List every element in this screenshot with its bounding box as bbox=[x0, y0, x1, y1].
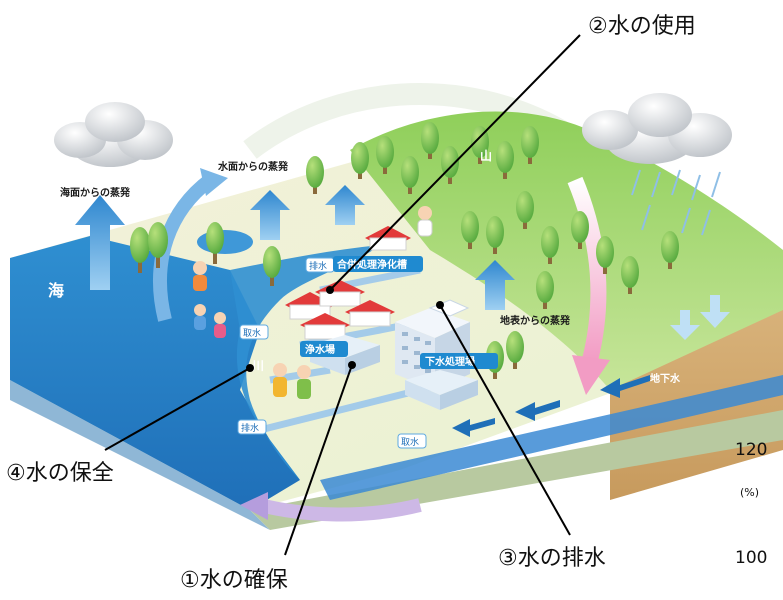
sewage-plant-label: 下水処理場 bbox=[425, 355, 475, 368]
surface-evaporation-arrow bbox=[250, 190, 290, 240]
callout-water-use: ②水の使用 bbox=[588, 14, 696, 39]
drain-bottom-label: 排水 bbox=[241, 422, 259, 434]
drain-top-label: 排水 bbox=[309, 260, 327, 272]
people bbox=[193, 206, 433, 399]
sea-label: 海 bbox=[48, 281, 64, 300]
purification-plant-label: 浄水場 bbox=[305, 343, 335, 356]
river bbox=[230, 245, 380, 480]
sea-evaporation-arrow bbox=[75, 195, 125, 290]
callout-water-drainage: ③水の排水 bbox=[498, 546, 606, 571]
sea-area bbox=[10, 236, 300, 510]
callout-water-secure: ①水の確保 bbox=[180, 568, 288, 593]
water-surface-evaporation-label: 水面からの蒸発 bbox=[217, 160, 289, 173]
sewage-plant-badge bbox=[420, 353, 498, 369]
purification-plant-badge bbox=[300, 341, 348, 357]
mountain-area bbox=[350, 111, 783, 390]
rain bbox=[631, 169, 721, 236]
cloud-left bbox=[54, 102, 173, 167]
ground-evaporation-arrow bbox=[475, 260, 515, 310]
intake-top-badge bbox=[239, 324, 269, 340]
sea-evaporation-label: 海面からの蒸発 bbox=[60, 186, 131, 199]
groundwater-label: 地下水 bbox=[650, 372, 681, 385]
axis-tick-120: 120 bbox=[735, 440, 768, 460]
cloud-right bbox=[582, 93, 732, 164]
intake-bottom-label: 取水 bbox=[401, 436, 419, 448]
callout-lines bbox=[104, 34, 581, 556]
axis-unit: (%) bbox=[740, 486, 760, 499]
ground-evaporation-label: 地表からの蒸発 bbox=[500, 314, 571, 327]
septic-tank-label: 合併処理浄化槽 bbox=[336, 258, 407, 271]
river-label: 川 bbox=[251, 359, 264, 373]
drain-bottom-badge bbox=[237, 419, 267, 435]
groundwater-band bbox=[320, 375, 783, 500]
intake-bottom-badge bbox=[397, 433, 427, 449]
septic-tank-badge bbox=[333, 256, 423, 272]
axis-tick-100: 100 bbox=[735, 548, 768, 568]
houses bbox=[285, 226, 411, 340]
mountain-label: 山 bbox=[480, 148, 492, 163]
trees bbox=[130, 122, 679, 379]
callout-water-conservation: ④水の保全 bbox=[6, 461, 114, 486]
intake-top-label: 取水 bbox=[243, 327, 261, 339]
